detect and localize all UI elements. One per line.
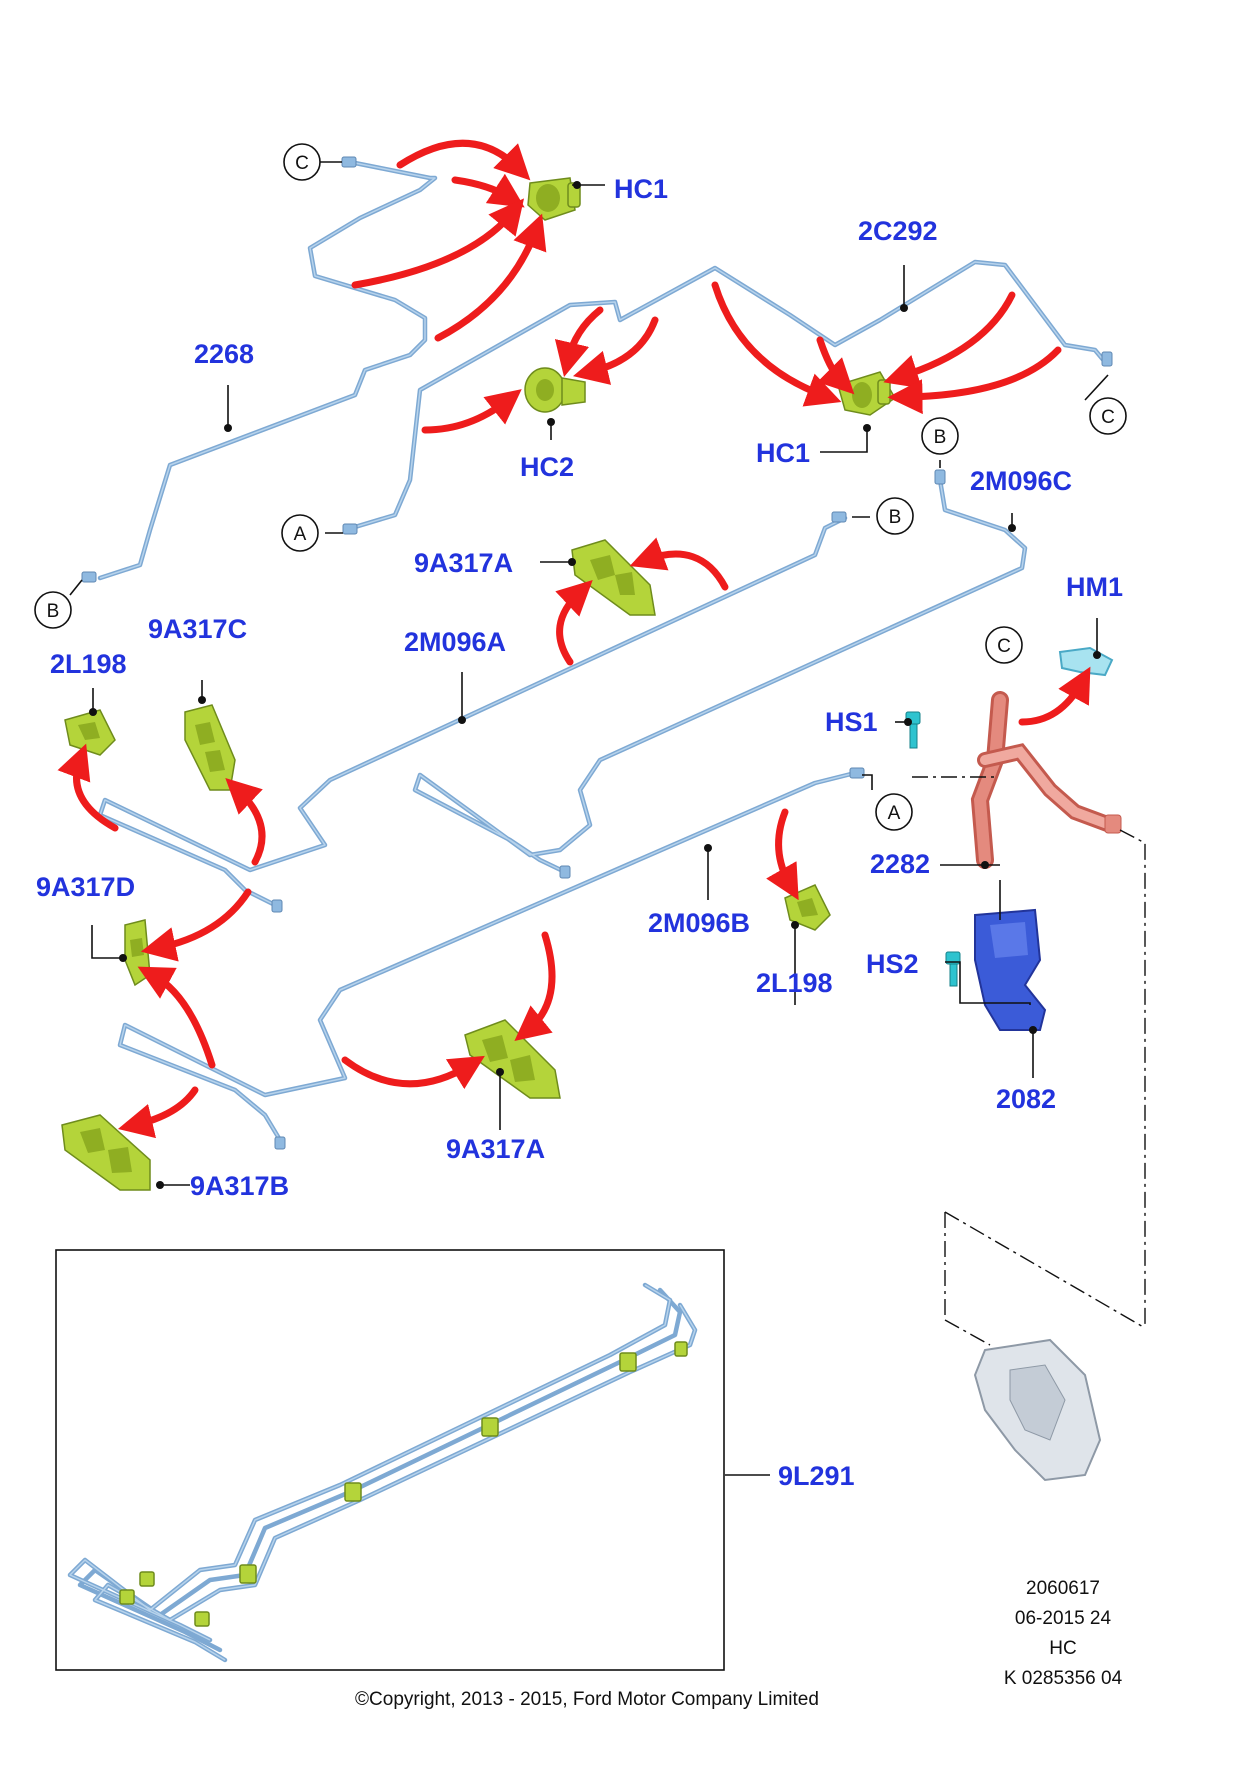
connector-b-mid: B (876, 497, 914, 535)
label-2l198-left: 2L198 (50, 649, 127, 679)
clip-hc2 (524, 367, 586, 413)
label-9a317b: 9A317B (190, 1171, 289, 1201)
connector-c-hose: C (985, 626, 1023, 664)
meta-line-4: K 0285356 04 (1004, 1668, 1123, 1689)
label-2m096a: 2M096A (404, 627, 506, 657)
label-2m096c: 2M096C (970, 466, 1072, 496)
meta-line-1: 2060617 (1026, 1578, 1100, 1599)
connector-b-left: B (34, 591, 72, 629)
leader-lines (69, 161, 1109, 1476)
connector-c-right: C (1089, 397, 1127, 435)
hose-clip-hm1 (1058, 646, 1114, 677)
label-9a317a-top: 9A317A (414, 548, 513, 578)
brake-pipe-2c292 (342, 259, 1113, 535)
svg-text:C: C (295, 153, 309, 174)
brake-hose-2282 (970, 691, 1122, 869)
copyright-notice: ©Copyright, 2013 - 2015, Ford Motor Comp… (355, 1689, 819, 1710)
label-9l291: 9L291 (778, 1461, 855, 1491)
assembly-dashed-lines (912, 776, 1146, 1346)
svg-text:A: A (294, 524, 307, 545)
clip-9a317a-bottom (464, 1019, 561, 1099)
label-9a317c: 9A317C (148, 614, 247, 644)
connector-b-top: B (921, 417, 959, 455)
svg-text:B: B (47, 601, 60, 622)
clip-9a317c (184, 704, 236, 791)
bolt-hs2 (945, 951, 961, 987)
brake-pipe-2m096c (412, 469, 1028, 879)
connector-a-right: A (875, 793, 913, 831)
meta-line-2: 06-2015 24 (1015, 1608, 1112, 1629)
clip-9a317b (61, 1114, 151, 1191)
connector-a-left: A (281, 514, 319, 552)
drawing-metadata: 2060617 06-2015 24 HC K 0285356 04 (1004, 1578, 1123, 1689)
svg-text:B: B (889, 507, 902, 528)
label-hc1-top: HC1 (614, 174, 668, 204)
label-2l198-right: 2L198 (756, 968, 833, 998)
label-hc2: HC2 (520, 452, 574, 482)
brake-caliper (973, 1338, 1102, 1482)
svg-text:A: A (888, 803, 901, 824)
brake-pipe-2268 (81, 156, 438, 583)
connector-c-top: C (283, 143, 321, 181)
label-2m096b: 2M096B (648, 908, 750, 938)
label-hm1: HM1 (1066, 572, 1123, 602)
label-2268: 2268 (194, 339, 254, 369)
clip-hc1-mid (837, 371, 896, 416)
label-2082: 2082 (996, 1084, 1056, 1114)
assembly-inset-9l291 (55, 1249, 725, 1671)
bracket-2082 (974, 908, 1047, 1031)
brake-pipe-2m096b (117, 767, 865, 1150)
label-9a317d: 9A317D (36, 872, 135, 902)
clip-9a317d (124, 919, 151, 987)
assembly-clips (119, 1341, 688, 1627)
svg-text:C: C (1101, 407, 1115, 428)
clip-9a317a-top (571, 539, 656, 616)
label-9a317a-bottom: 9A317A (446, 1134, 545, 1164)
label-hc1-mid: HC1 (756, 438, 810, 468)
assembly-arrows (57, 139, 1091, 1139)
svg-text:C: C (997, 636, 1011, 657)
bolt-hs1 (905, 711, 921, 749)
brake-pipe-2m096a (97, 511, 848, 913)
meta-line-3: HC (1049, 1638, 1076, 1659)
label-2c292: 2C292 (858, 216, 938, 246)
clip-2l198-left (64, 709, 116, 756)
svg-text:B: B (934, 427, 947, 448)
label-2282: 2282 (870, 849, 930, 879)
label-hs1: HS1 (825, 707, 878, 737)
label-hs2: HS2 (866, 949, 919, 979)
